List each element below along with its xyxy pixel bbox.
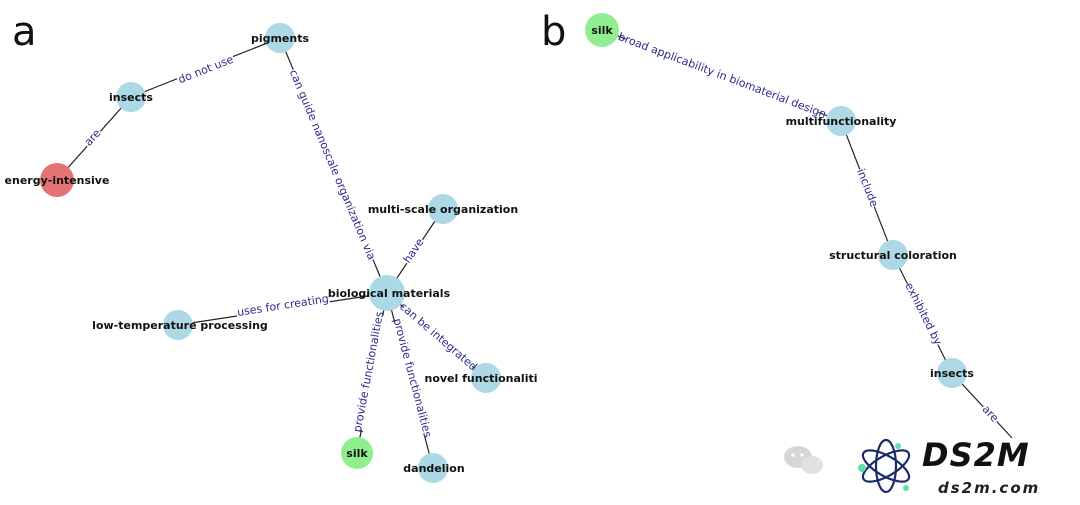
panel-b-letter: b: [541, 9, 566, 55]
node-energy-intensive: [40, 163, 74, 197]
ds2m-logo-icon: [858, 438, 911, 494]
node-insects: [116, 82, 146, 112]
node-pigments: [265, 23, 295, 53]
edge-label-silk-multi: broad applicability in biomaterial desig…: [616, 30, 828, 121]
label-insects-b: insects: [930, 367, 974, 380]
node-silk-a: [341, 437, 373, 469]
svg-text:do not use: do not use: [176, 53, 235, 87]
label-pigments: pigments: [251, 32, 310, 45]
node-dandelion: [418, 453, 448, 483]
label-silk-b: silk: [591, 24, 613, 37]
svg-text:exhibited by: exhibited by: [902, 280, 944, 347]
label-structural-coloration: structural coloration: [829, 249, 957, 262]
edge-label-bio-silk: provide functionalities: [350, 310, 386, 433]
edge-label-insects-out: are: [978, 401, 1003, 426]
svg-text:are: are: [82, 127, 104, 149]
watermark: DS2M ds2m.com: [784, 436, 1040, 497]
label-novel-functionalities: novel functionaliti: [425, 372, 538, 385]
svg-text:include: include: [854, 167, 881, 209]
node-biological-materials: [369, 275, 405, 311]
svg-text:uses for creating: uses for creating: [236, 292, 329, 319]
svg-text:provide functionalities: provide functionalities: [351, 310, 386, 433]
label-multifunctionality: multifunctionality: [786, 115, 897, 128]
label-dandelion: dandelion: [403, 462, 464, 475]
node-multi-scale-organization: [428, 194, 458, 224]
node-insects-b: [937, 358, 967, 388]
node-novel-functionalities: [471, 363, 501, 393]
panel-a: a do not use are can guide nanoscale org…: [5, 9, 538, 483]
ds2m-logo-text: DS2M: [922, 436, 1030, 474]
label-energy-intensive: energy-intensive: [5, 174, 110, 187]
node-silk-b: [585, 13, 619, 47]
label-multi-scale-organization: multi-scale organization: [368, 203, 518, 216]
label-biological-materials: biological materials: [328, 287, 451, 300]
label-insects: insects: [109, 91, 153, 104]
edge-label-insects-energy: are: [80, 125, 105, 150]
wechat-icon: [784, 446, 823, 474]
panel-a-letter: a: [12, 9, 37, 55]
panel-b: b broad applicability in biomaterial des…: [541, 9, 1013, 439]
node-structural-coloration: [878, 240, 908, 270]
label-silk-a: silk: [346, 447, 368, 460]
edge-label-structural-insects: exhibited by: [902, 280, 946, 348]
node-multifunctionality: [826, 106, 856, 136]
edge-label-insects-pigments: do not use: [175, 51, 237, 87]
edge-label-pigments-bio: can guide nanoscale organization via: [286, 66, 380, 263]
label-low-temperature-processing: low-temperature processing: [92, 319, 268, 332]
node-low-temperature-processing: [163, 310, 193, 340]
svg-text:broad applicability in biomate: broad applicability in biomaterial desig…: [616, 30, 828, 121]
edge-label-multi-structural: include: [854, 166, 882, 209]
ds2m-logo-subtext: ds2m.com: [938, 479, 1040, 497]
svg-text:can guide nanoscale organizati: can guide nanoscale organization via: [287, 68, 378, 262]
edge-label-bio-lowtemp: uses for creating: [235, 290, 331, 320]
